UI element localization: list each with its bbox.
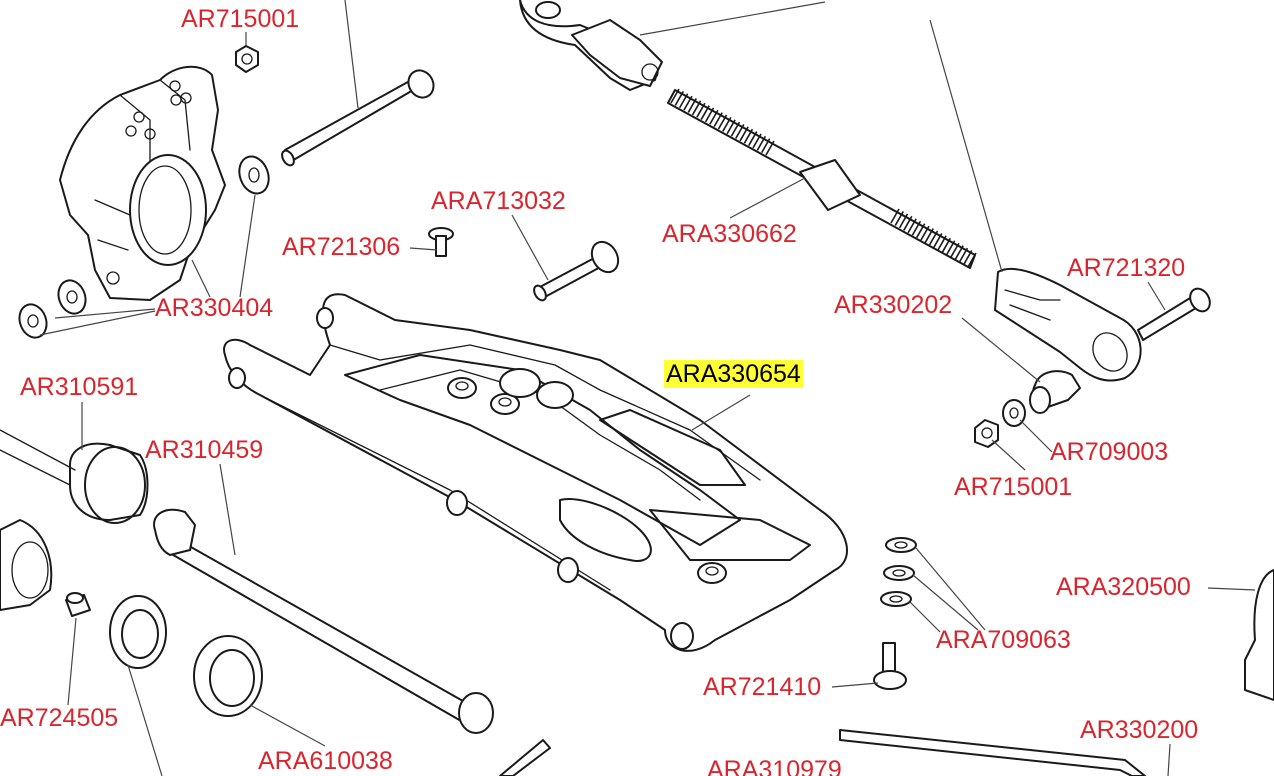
label-ara610038[interactable]: ARA610038 (258, 747, 393, 775)
bar-bottom-left (499, 739, 551, 776)
thread-line (958, 247, 969, 263)
label-ara320500[interactable]: ARA320500 (1056, 573, 1191, 601)
spacer (65, 592, 91, 617)
rod-end-right (994, 267, 1142, 382)
thread-line (691, 100, 702, 116)
thread-line (717, 114, 728, 130)
label-ar709003[interactable]: AR709003 (1050, 438, 1169, 466)
thread-line (950, 242, 960, 258)
thread-line (713, 112, 723, 128)
thread-line (756, 135, 767, 151)
label-ara709063[interactable]: ARA709063 (936, 626, 1071, 654)
label-ara310979[interactable]: ARA310979 (707, 756, 842, 776)
thread-line (911, 220, 922, 236)
label-ar721306[interactable]: AR721306 (282, 233, 401, 261)
pin-medium (533, 240, 620, 302)
cv-joint-cup (0, 429, 149, 524)
label-ar330200[interactable]: AR330200 (1080, 716, 1199, 744)
thread-line (937, 235, 947, 251)
thread-line (670, 88, 680, 104)
pin-rod-end (1137, 287, 1211, 341)
hub-carrier (59, 65, 226, 301)
thread-line (678, 93, 689, 109)
thread-line (700, 105, 710, 120)
right-edge-part (1244, 569, 1274, 701)
turnbuckle (667, 88, 977, 269)
label-ar715001-right[interactable]: AR715001 (954, 473, 1073, 501)
suspension-arm (223, 293, 848, 652)
thread-line (945, 240, 956, 256)
hinge-pin-top (281, 69, 435, 167)
thread-line (941, 237, 952, 253)
rod-end-top (519, 0, 663, 91)
label-ar310459[interactable]: AR310459 (145, 436, 264, 464)
thread-line (920, 225, 930, 241)
wheel-hub-left (0, 519, 53, 611)
thread-line (687, 98, 697, 113)
thread-line (915, 223, 926, 239)
thread-line (709, 109, 719, 125)
label-ara713032[interactable]: ARA713032 (431, 187, 566, 215)
thread-line (730, 121, 741, 137)
thread-line (704, 107, 715, 123)
shims (880, 537, 917, 607)
leader-lines (39, 0, 1256, 776)
anti-roll-bar (839, 729, 1146, 776)
thread-line (743, 128, 754, 144)
label-ar715001-top[interactable]: AR715001 (181, 5, 300, 33)
thread-line (696, 102, 706, 118)
thread-line (933, 233, 943, 248)
thread-line (752, 133, 762, 149)
thread-line (739, 126, 749, 142)
thread-line (735, 124, 745, 139)
nut-top (235, 45, 259, 73)
ball-stud (974, 370, 1081, 448)
drive-shaft (153, 508, 494, 734)
label-ar330202[interactable]: AR330202 (834, 291, 953, 319)
label-ar724505[interactable]: AR724505 (0, 704, 119, 732)
thread-line (907, 218, 917, 234)
thread-line (903, 215, 913, 231)
label-ara330662[interactable]: ARA330662 (662, 220, 797, 248)
thread-line (894, 211, 904, 226)
thread-line (726, 119, 736, 135)
thread-line (954, 245, 964, 261)
screw-small (428, 227, 454, 257)
thread-line (928, 230, 939, 246)
thread-line (683, 95, 693, 111)
label-ar310591[interactable]: AR310591 (20, 373, 139, 401)
thread-line (963, 250, 973, 265)
thread-line (898, 213, 909, 229)
label-ar330404[interactable]: AR330404 (155, 294, 274, 322)
thread-line (674, 90, 685, 106)
seal (193, 635, 263, 717)
washers-hub (18, 155, 270, 339)
thread-line (748, 131, 758, 146)
bearing (109, 595, 167, 669)
thread-line (890, 208, 900, 224)
thread-line (765, 140, 775, 156)
thread-line (967, 252, 977, 268)
screw-bottom (873, 642, 907, 690)
thread-line (924, 228, 934, 243)
label-ar721320[interactable]: AR721320 (1067, 254, 1186, 282)
label-ara330654[interactable]: ARA330654 (664, 360, 803, 388)
thread-line (722, 116, 732, 132)
label-ar721410[interactable]: AR721410 (703, 673, 822, 701)
thread-line (760, 138, 771, 154)
